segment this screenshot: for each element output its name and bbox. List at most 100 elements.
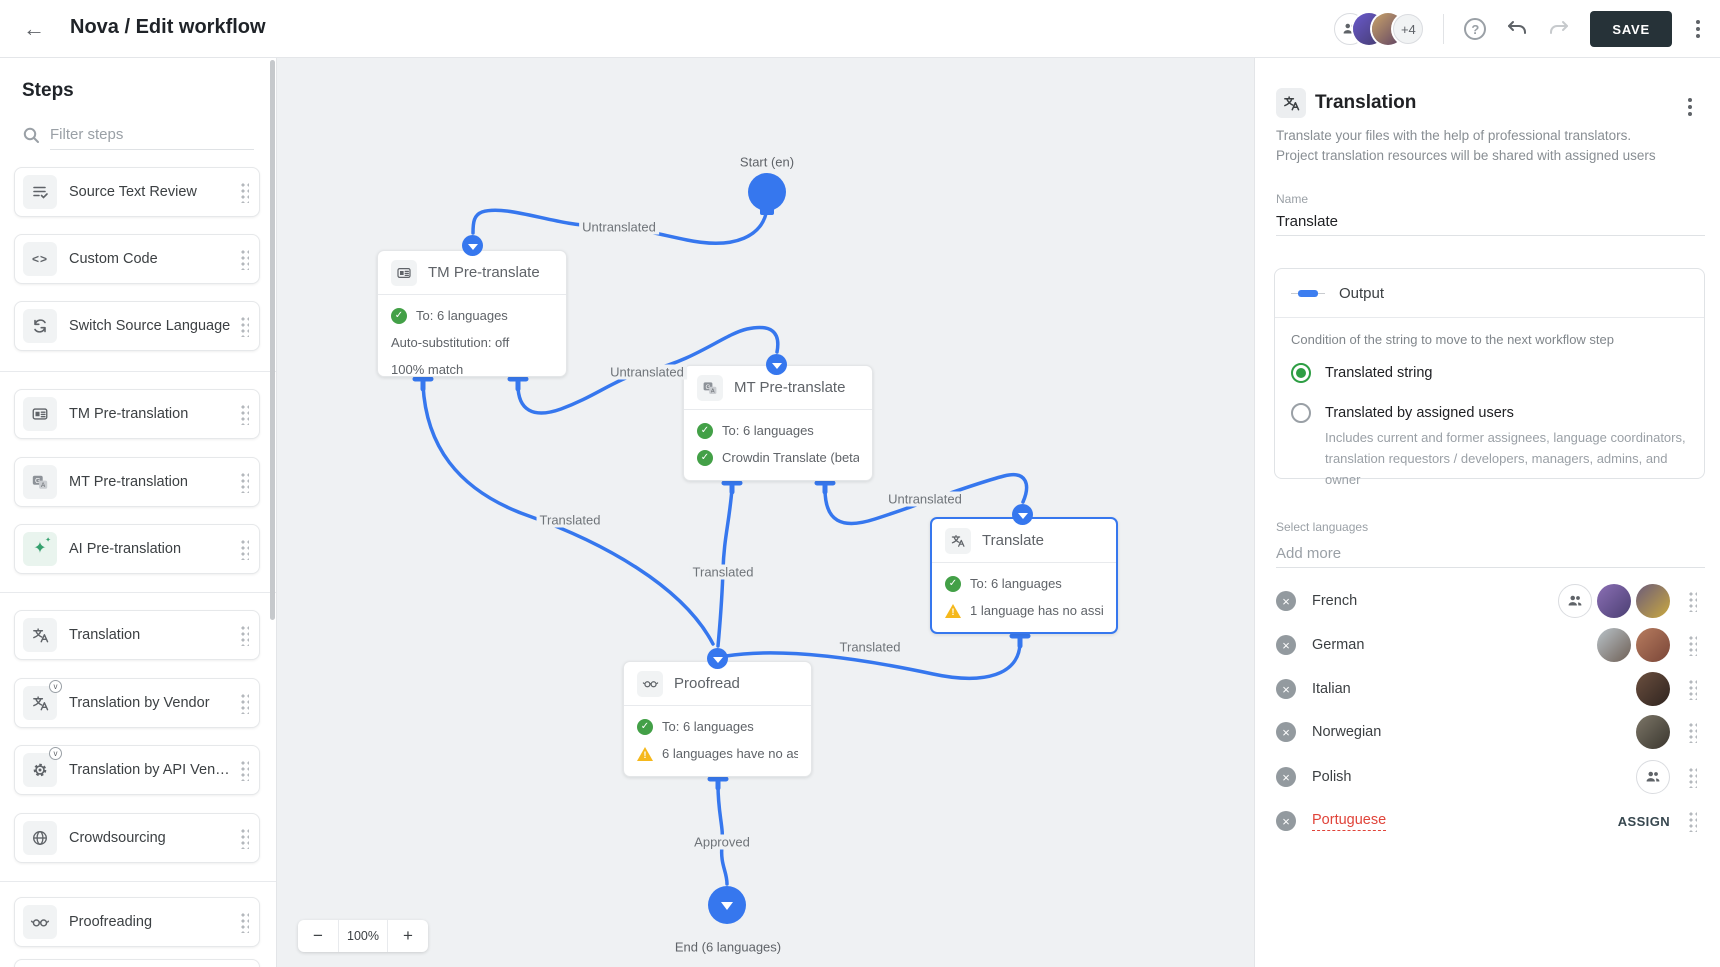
undo-icon[interactable] [1506,19,1528,39]
more-avatars-badge[interactable]: +4 [1393,14,1424,44]
node-detail: Auto-substitution: off [391,335,510,350]
step-card-proofreading[interactable]: Proofreading [14,897,260,947]
step-card-tm-pretranslation[interactable]: TM Pre-translation [14,389,260,439]
drag-handle[interactable] [1687,634,1697,656]
step-label: AI Pre-translation [69,541,182,557]
drag-handle[interactable] [1687,766,1697,788]
step-card-translation-by-vendor[interactable]: v Translation by Vendor [14,678,260,728]
node-title: MT Pre-translate [734,379,846,396]
panel-menu-icon[interactable] [1684,94,1696,120]
drag-handle[interactable] [239,403,249,425]
drag-handle[interactable] [1687,810,1697,832]
edge-label: Untranslated [579,219,659,235]
language-name: Italian [1312,681,1351,697]
step-card-source-text-review[interactable]: Source Text Review [14,167,260,217]
remove-language-button[interactable]: × [1276,679,1296,699]
step-label: Translation [69,627,141,643]
sidebar-scrollbar[interactable] [270,60,275,620]
node-translate[interactable]: Translate ✓To: 6 languages !1 language h… [930,517,1118,634]
node-title: Proofread [674,675,740,692]
step-label: TM Pre-translation [69,406,189,422]
drag-handle[interactable] [239,624,249,646]
drag-handle[interactable] [239,181,249,203]
drag-handle[interactable] [239,692,249,714]
remove-language-button[interactable]: × [1276,722,1296,742]
avatar[interactable] [1636,715,1670,749]
start-label: Start (en) [739,154,795,170]
remove-language-button[interactable]: × [1276,635,1296,655]
radio-selected-icon[interactable] [1291,363,1311,383]
filter-steps-input[interactable] [50,120,254,150]
avatar[interactable] [1636,584,1670,618]
step-card-crowdsourcing[interactable]: Crowdsourcing [14,813,260,863]
radio-option-description: Includes current and former assignees, l… [1325,430,1686,487]
panel-title: Translation [1315,92,1417,113]
node-detail: To: 6 languages [662,719,754,734]
drag-handle[interactable] [1687,590,1697,612]
workflow-canvas[interactable]: Start (en) End (6 languages) Untranslate… [277,58,1254,967]
step-card-ai-pretranslation[interactable]: ✦ AI Pre-translation [14,524,260,574]
avatar[interactable] [1597,584,1631,618]
add-language-input[interactable] [1276,540,1705,568]
remove-language-button[interactable]: × [1276,811,1296,831]
drag-handle[interactable] [239,471,249,493]
step-card-switch-source-language[interactable]: Switch Source Language [14,301,260,351]
step-label: Crowdsourcing [69,830,166,846]
node-proofread[interactable]: Proofread ✓To: 6 languages !6 languages … [623,661,812,777]
drag-handle[interactable] [239,538,249,560]
drag-handle[interactable] [239,911,249,933]
avatar[interactable] [1636,672,1670,706]
svg-text:G: G [706,383,711,390]
step-card-partial[interactable] [14,959,260,967]
drag-handle[interactable] [1687,721,1697,743]
language-vendor-icon: v [23,680,62,720]
node-tm-pretranslate[interactable]: TM Pre-translate ✓To: 6 languages Auto-s… [377,250,567,377]
vendor-badge: v [49,680,62,693]
zoom-out-button[interactable]: − [313,926,323,945]
drag-handle[interactable] [239,248,249,270]
start-node[interactable] [748,173,786,211]
zoom-in-button[interactable]: + [403,926,413,945]
end-node[interactable] [708,886,746,924]
step-card-translation[interactable]: Translation [14,610,260,660]
language-row-polish: × Polish [1255,755,1720,799]
radio-unselected-icon[interactable] [1291,403,1311,423]
remove-language-button[interactable]: × [1276,767,1296,787]
remove-language-button[interactable]: × [1276,591,1296,611]
gear-vendor-icon: v [23,747,62,787]
svg-text:A: A [41,482,46,489]
edge-label: Untranslated [607,364,687,380]
save-button[interactable]: SAVE [1590,11,1672,47]
assignees-group-icon[interactable] [1558,584,1592,618]
drag-handle[interactable] [239,315,249,337]
language-row-norwegian: × Norwegian [1255,710,1720,754]
avatar[interactable] [1636,628,1670,662]
node-detail: To: 6 languages [722,423,814,438]
step-card-translation-by-api-vendor[interactable]: v Translation by API Ven… [14,745,260,795]
drag-handle[interactable] [239,759,249,781]
collaborator-avatars: +4 [1334,13,1424,45]
sidebar-title: Steps [22,80,74,101]
step-label: Switch Source Language [69,318,231,334]
drag-handle[interactable] [1687,678,1697,700]
group-divider [0,371,276,372]
goggles-icon [23,905,57,939]
language-row-french: × French [1255,579,1720,623]
name-field[interactable] [1276,208,1705,236]
assign-button[interactable]: ASSIGN [1617,813,1670,829]
assignees-group-icon[interactable] [1636,760,1670,794]
radio-translated-by-assigned[interactable]: Translated by assigned users [1291,403,1514,423]
output-section: Output Condition of the string to move t… [1274,268,1705,487]
overflow-menu-icon[interactable] [1692,16,1704,42]
help-icon[interactable]: ? [1464,18,1487,40]
step-label: Custom Code [69,251,158,267]
step-card-custom-code[interactable]: <> Custom Code [14,234,260,284]
language-icon [1276,88,1306,118]
drag-handle[interactable] [239,827,249,849]
avatar[interactable] [1597,628,1631,662]
back-button[interactable]: ← [23,16,45,41]
radio-translated-string[interactable]: Translated string [1291,363,1432,383]
